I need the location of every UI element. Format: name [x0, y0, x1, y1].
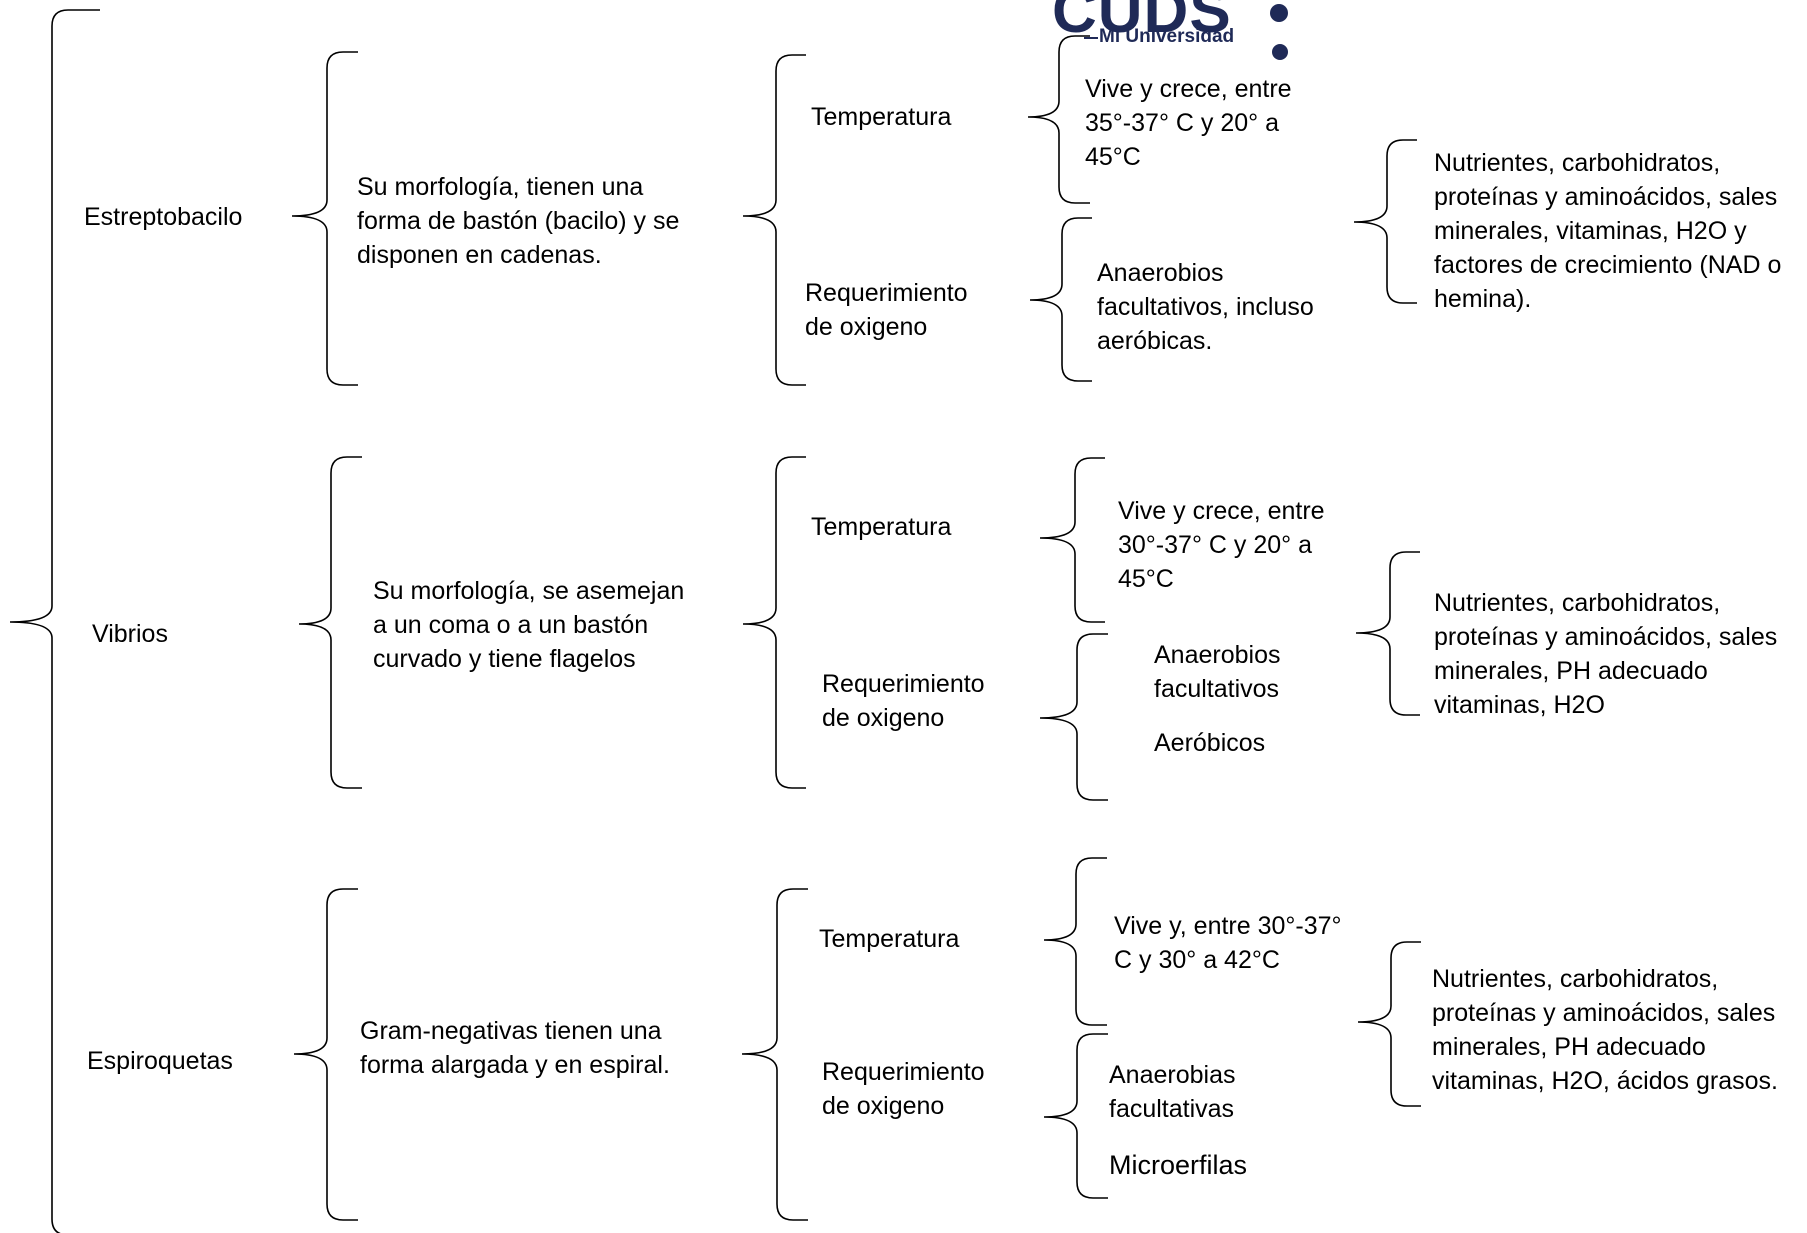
- logo-dot-upper: [1270, 4, 1288, 22]
- curly-brace: [9, 9, 100, 1233]
- curly-brace: [1357, 941, 1421, 1107]
- logo-wordmark: CUDS: [1052, 0, 1232, 46]
- nutrients-text: Nutrientes, carbohidratos,proteínas y am…: [1432, 965, 1778, 1095]
- temperature-label: Temperatura: [811, 513, 952, 541]
- curly-brace: [1029, 217, 1092, 382]
- group-name: Espiroquetas: [87, 1047, 233, 1075]
- logo-dot-lower: [1272, 44, 1288, 60]
- group-name: Vibrios: [92, 620, 168, 648]
- curly-brace: [1027, 35, 1090, 204]
- nutrients-text: Nutrientes, carbohidratos,proteínas y am…: [1434, 589, 1778, 719]
- curly-brace: [1355, 551, 1420, 716]
- temperature-label: Temperatura: [811, 103, 952, 131]
- temperature-text: Vive y, entre 30°-37°C y 30° a 42°C: [1114, 912, 1342, 974]
- curly-brace: [1039, 457, 1105, 623]
- oxygen-extra: Aeróbicos: [1154, 729, 1266, 757]
- curly-brace: [1039, 633, 1108, 801]
- curly-brace: [1043, 1033, 1108, 1199]
- curly-brace: [298, 456, 362, 789]
- group-name: Estreptobacilo: [84, 203, 243, 231]
- logo-rule: [1084, 37, 1098, 39]
- curly-brace: [293, 888, 358, 1221]
- temperature-label: Temperatura: [819, 925, 960, 953]
- oxygen-extra: Microerfilas: [1109, 1150, 1248, 1180]
- curly-brace: [1043, 857, 1107, 1026]
- curly-brace: [742, 54, 806, 386]
- logo-subtitle: Mi Universidad: [1099, 26, 1235, 47]
- curly-brace: [291, 51, 358, 386]
- curly-brace: [742, 456, 806, 789]
- nutrients-text: Nutrientes, carbohidratos,proteínas y am…: [1434, 149, 1782, 313]
- curly-brace: [1353, 139, 1417, 304]
- curly-brace: [741, 888, 808, 1221]
